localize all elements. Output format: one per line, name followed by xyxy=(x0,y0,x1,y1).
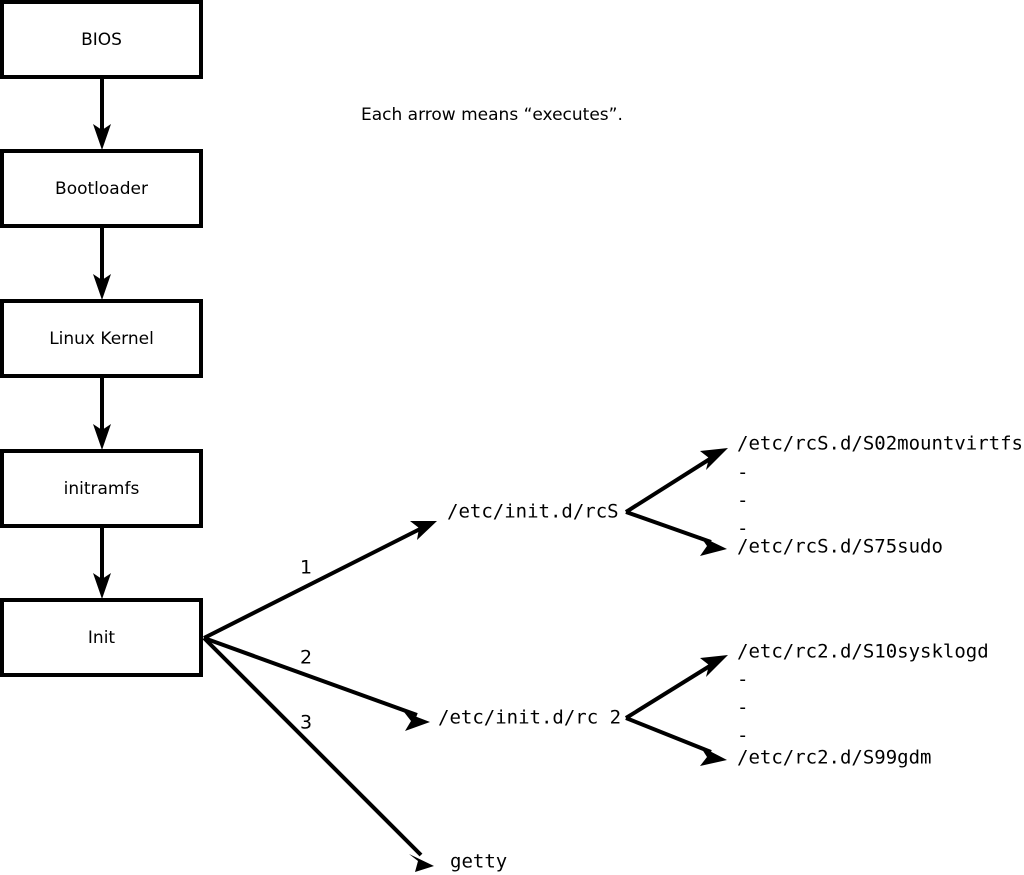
node-init[interactable]: Init xyxy=(0,598,203,677)
chain-arrows-group xyxy=(93,77,111,599)
boot-chain-group: BIOS Bootloader Linux Kernel initramfs I… xyxy=(0,0,203,677)
node-linux-kernel[interactable]: Linux Kernel xyxy=(0,299,203,378)
node-bootloader[interactable]: Bootloader xyxy=(0,149,203,228)
node-bootloader-rect xyxy=(0,149,203,228)
node-initramfs-label: initramfs xyxy=(64,479,140,499)
init-branch-arrows-group: 1 2 3 xyxy=(202,521,437,872)
node-init-label: Init xyxy=(88,628,116,648)
label-etc-init-d-rcS[interactable]: /etc/init.d/rcS xyxy=(447,501,619,523)
arrow-bios-to-bootloader xyxy=(93,77,111,150)
branch-number-2: 2 xyxy=(300,647,312,669)
arrow-initramfs-to-init xyxy=(93,527,111,599)
node-initramfs-rect xyxy=(0,449,203,528)
rcS-ellipsis-dash-1: - xyxy=(737,462,748,484)
rcS-ellipsis-dash-3: - xyxy=(737,518,748,540)
rc2-ellipsis-dash-2: - xyxy=(737,697,748,719)
label-rcS-first-script[interactable]: /etc/rcS.d/S02mountvirtfs xyxy=(737,433,1023,455)
branch-number-1: 1 xyxy=(300,557,312,579)
label-rc2-first-script[interactable]: /etc/rc2.d/S10sysklogd xyxy=(737,641,989,663)
rcS-ellipsis-dash-2: - xyxy=(737,490,748,512)
rc2-fanout-group: /etc/rc2.d/S10sysklogd - - - /etc/rc2.d/… xyxy=(624,641,989,769)
arrow-init-to-rc2 xyxy=(203,636,430,731)
rc2-ellipsis-dash-1: - xyxy=(737,669,748,691)
node-initramfs[interactable]: initramfs xyxy=(0,449,203,528)
node-bootloader-label: Bootloader xyxy=(55,179,148,199)
node-bios-label: BIOS xyxy=(81,30,122,50)
label-getty[interactable]: getty xyxy=(450,851,507,873)
node-linux-kernel-rect xyxy=(0,299,203,378)
rc2-ellipsis-dash-3: - xyxy=(737,725,748,747)
branch-number-3: 3 xyxy=(300,712,312,734)
arrow-bootloader-to-kernel xyxy=(93,227,111,300)
arrow-kernel-to-initramfs xyxy=(93,377,111,450)
node-bios[interactable]: BIOS xyxy=(0,0,203,79)
label-rc2-last-script[interactable]: /etc/rc2.d/S99gdm xyxy=(737,747,931,769)
node-bios-rect xyxy=(0,0,203,79)
branch-labels-group: /etc/init.d/rcS /etc/init.d/rc 2 getty xyxy=(438,501,621,873)
arrow-init-to-rcS xyxy=(203,521,437,640)
rcs-fanout-group: /etc/rcS.d/S02mountvirtfs - - - /etc/rcS… xyxy=(624,433,1023,558)
arrow-init-to-getty xyxy=(202,636,434,872)
node-init-rect xyxy=(0,598,203,677)
label-rcS-last-script[interactable]: /etc/rcS.d/S75sudo xyxy=(737,536,943,558)
legend-note: Each arrow means “executes”. xyxy=(361,105,623,125)
label-etc-init-d-rc-2[interactable]: /etc/init.d/rc 2 xyxy=(438,707,621,729)
node-linux-kernel-label: Linux Kernel xyxy=(49,329,154,349)
